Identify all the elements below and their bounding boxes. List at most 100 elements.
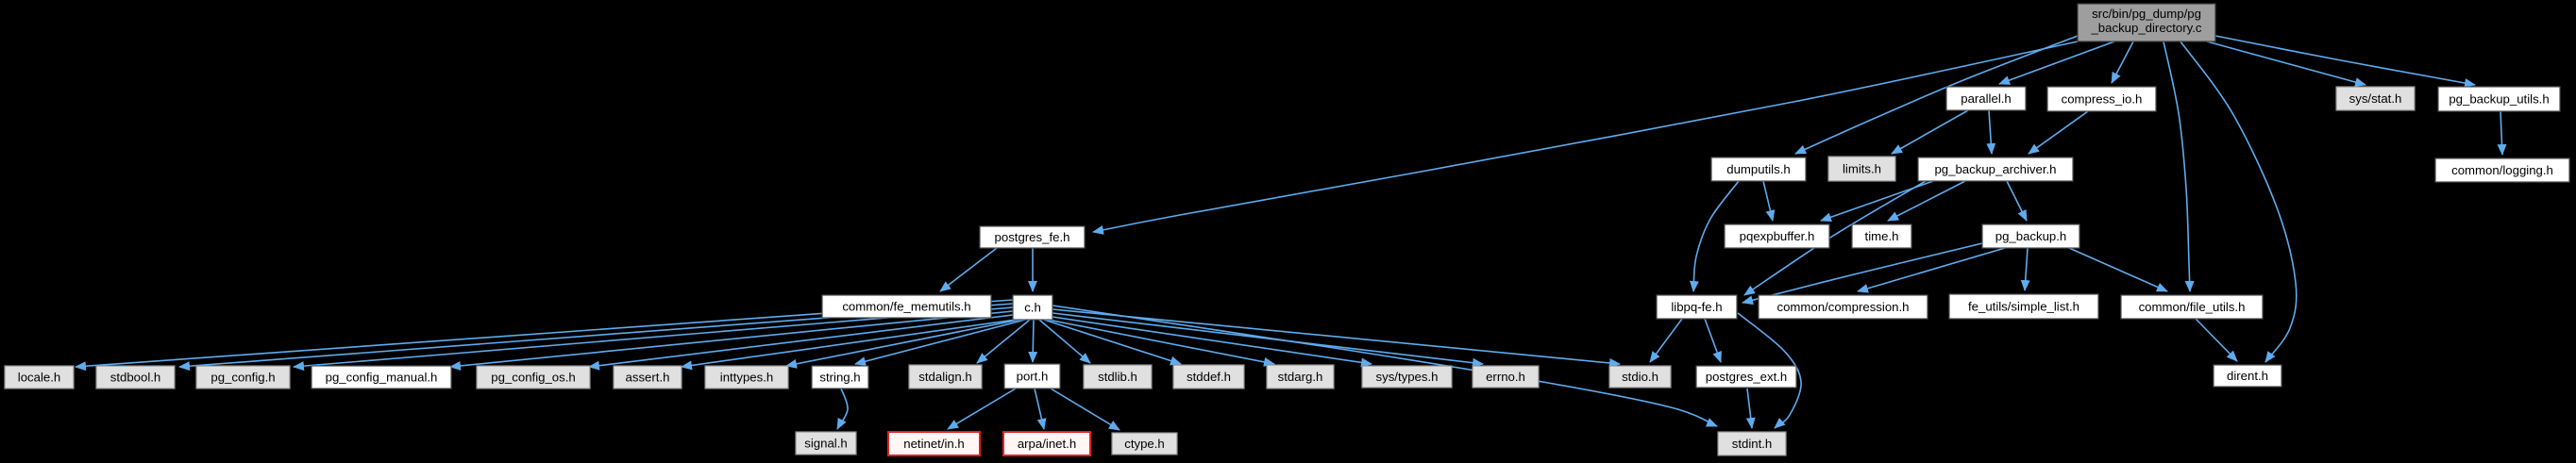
edge-c-pg_config_os: [588, 314, 1014, 371]
edge-string-signal: [836, 388, 849, 430]
node-postgres_ext-box[interactable]: [1695, 365, 1797, 389]
node-stdalign-label: stdalign.h: [918, 370, 971, 384]
node-locale-box: [4, 365, 75, 389]
node-pqexpbuffer-label: pqexpbuffer.h: [1740, 229, 1815, 243]
node-dumputils-label: dumputils.h: [1726, 162, 1790, 176]
node-libpq[interactable]: libpq-fe.h: [1656, 294, 1738, 320]
edge-pg_backup-file_utils: [2068, 247, 2168, 292]
node-postgres_fe-label: postgres_fe.h: [995, 230, 1070, 244]
node-postgres_fe[interactable]: postgres_fe.h: [979, 225, 1086, 249]
node-logging[interactable]: common/logging.h: [2434, 157, 2570, 183]
node-inttypes: inttypes.h: [704, 365, 789, 389]
node-netinet-box[interactable]: [887, 431, 981, 456]
node-simple_list-box[interactable]: [1948, 293, 2099, 320]
node-ctype-box: [1111, 432, 1178, 455]
edge-c-string: [854, 319, 1026, 367]
node-pg_backup-box[interactable]: [1981, 223, 2080, 249]
node-file_utils[interactable]: common/file_utils.h: [2120, 294, 2264, 320]
node-sys_stat: sys/stat.h: [2335, 86, 2416, 111]
edge-c-pg_config_manual: [449, 310, 1014, 371]
node-time-label: time.h: [1865, 229, 1899, 243]
edge-file_utils-dirent: [2195, 318, 2238, 362]
node-dumputils-box[interactable]: [1710, 157, 1807, 182]
node-postgres_fe-box[interactable]: [979, 225, 1086, 249]
node-time[interactable]: time.h: [1851, 223, 1912, 249]
node-parallel-box[interactable]: [1945, 86, 2027, 111]
node-string-box[interactable]: [811, 365, 869, 389]
node-stdarg-box: [1266, 364, 1335, 389]
node-parallel[interactable]: parallel.h: [1945, 86, 2027, 111]
node-stddef-box: [1172, 364, 1245, 389]
node-stdlib-box: [1083, 364, 1153, 389]
node-netinet-label: netinet/in.h: [903, 437, 965, 451]
node-archiver[interactable]: pg_backup_archiver.h: [1917, 157, 2074, 182]
node-pg_config_manual-label: pg_config_manual.h: [326, 371, 438, 385]
node-file_utils-box[interactable]: [2120, 294, 2264, 320]
edge-main-pg_backup_utils: [2214, 35, 2476, 88]
edge-dumputils-pqexpbuffer: [1762, 180, 1776, 222]
edge-parallel-archiver: [1986, 109, 1996, 155]
node-compression[interactable]: common/compression.h: [1758, 294, 1928, 320]
node-compression-box[interactable]: [1758, 294, 1928, 320]
node-archiver-box[interactable]: [1917, 157, 2074, 182]
node-dirent-box[interactable]: [2213, 364, 2282, 388]
node-port-box[interactable]: [1003, 363, 1061, 389]
node-netinet[interactable]: netinet/in.h: [887, 431, 981, 456]
node-pg_backup-label: pg_backup.h: [1995, 229, 2067, 243]
node-ctype: ctype.h: [1111, 432, 1178, 455]
node-fe_memutils-box[interactable]: [821, 294, 992, 319]
node-pg_backup_utils-box[interactable]: [2437, 86, 2561, 112]
edge-postgres_ext-stdint: [1745, 388, 1756, 429]
node-compress_io-box[interactable]: [2046, 86, 2157, 112]
edge-parallel-limits: [1891, 109, 1969, 155]
node-postgres_ext[interactable]: postgres_ext.h: [1695, 365, 1797, 389]
node-pg_config_manual-box[interactable]: [311, 365, 452, 389]
node-fe_memutils-label: common/fe_memutils.h: [842, 300, 970, 314]
node-pg_backup[interactable]: pg_backup.h: [1981, 223, 2080, 249]
node-string-label: string.h: [819, 371, 860, 385]
node-main-label-line2: _backup_directory.c: [2090, 21, 2201, 35]
node-signal-box: [795, 431, 857, 455]
node-pg_backup_utils-label: pg_backup_utils.h: [2449, 92, 2549, 107]
edge-main-dirent: [2180, 41, 2298, 363]
node-port[interactable]: port.h: [1003, 363, 1061, 389]
node-compress_io[interactable]: compress_io.h: [2046, 86, 2157, 112]
node-stdlib: stdlib.h: [1083, 364, 1153, 389]
node-c-box[interactable]: [1012, 294, 1053, 321]
node-arpa[interactable]: arpa/inet.h: [1002, 431, 1091, 456]
node-pqexpbuffer[interactable]: pqexpbuffer.h: [1724, 223, 1830, 249]
node-locale: locale.h: [4, 365, 75, 389]
node-c[interactable]: c.h: [1012, 294, 1053, 321]
edge-c-stdio: [1052, 308, 1621, 368]
node-string[interactable]: string.h: [811, 365, 869, 389]
node-fe_memutils[interactable]: common/fe_memutils.h: [821, 294, 992, 319]
node-limits-label: limits.h: [1843, 162, 1881, 176]
node-stdio-box: [1608, 365, 1672, 389]
node-libpq-box[interactable]: [1656, 294, 1738, 320]
node-time-box[interactable]: [1851, 223, 1912, 249]
node-assert-label: assert.h: [626, 371, 670, 385]
node-stdalign-box: [908, 364, 983, 389]
edge-archiver-time: [1887, 180, 1966, 222]
node-main-label-line1: src/bin/pg_dump/pg: [2092, 7, 2201, 21]
node-dumputils[interactable]: dumputils.h: [1710, 157, 1807, 182]
node-sys_stat-label: sys/stat.h: [2349, 91, 2402, 106]
node-logging-box[interactable]: [2434, 157, 2570, 183]
node-dirent[interactable]: dirent.h: [2213, 364, 2282, 388]
node-ctype-label: ctype.h: [1124, 437, 1165, 451]
node-stdio: stdio.h: [1608, 365, 1672, 389]
node-simple_list[interactable]: fe_utils/simple_list.h: [1948, 293, 2099, 320]
edge-c-stdalign: [976, 319, 1031, 364]
node-assert: assert.h: [613, 365, 682, 389]
node-sys_stat-box: [2335, 86, 2416, 111]
node-pqexpbuffer-box[interactable]: [1724, 223, 1830, 249]
node-pg_config_os-label: pg_config_os.h: [491, 371, 575, 385]
node-arpa-box[interactable]: [1002, 431, 1091, 456]
edge-c-port: [1028, 319, 1038, 363]
node-pg_config_manual[interactable]: pg_config_manual.h: [311, 365, 452, 389]
nodes: src/bin/pg_dump/pg_backup_directory.cpar…: [4, 3, 2570, 456]
node-pg_backup_utils[interactable]: pg_backup_utils.h: [2437, 86, 2561, 112]
edge-dumputils-libpq: [1689, 180, 1740, 292]
